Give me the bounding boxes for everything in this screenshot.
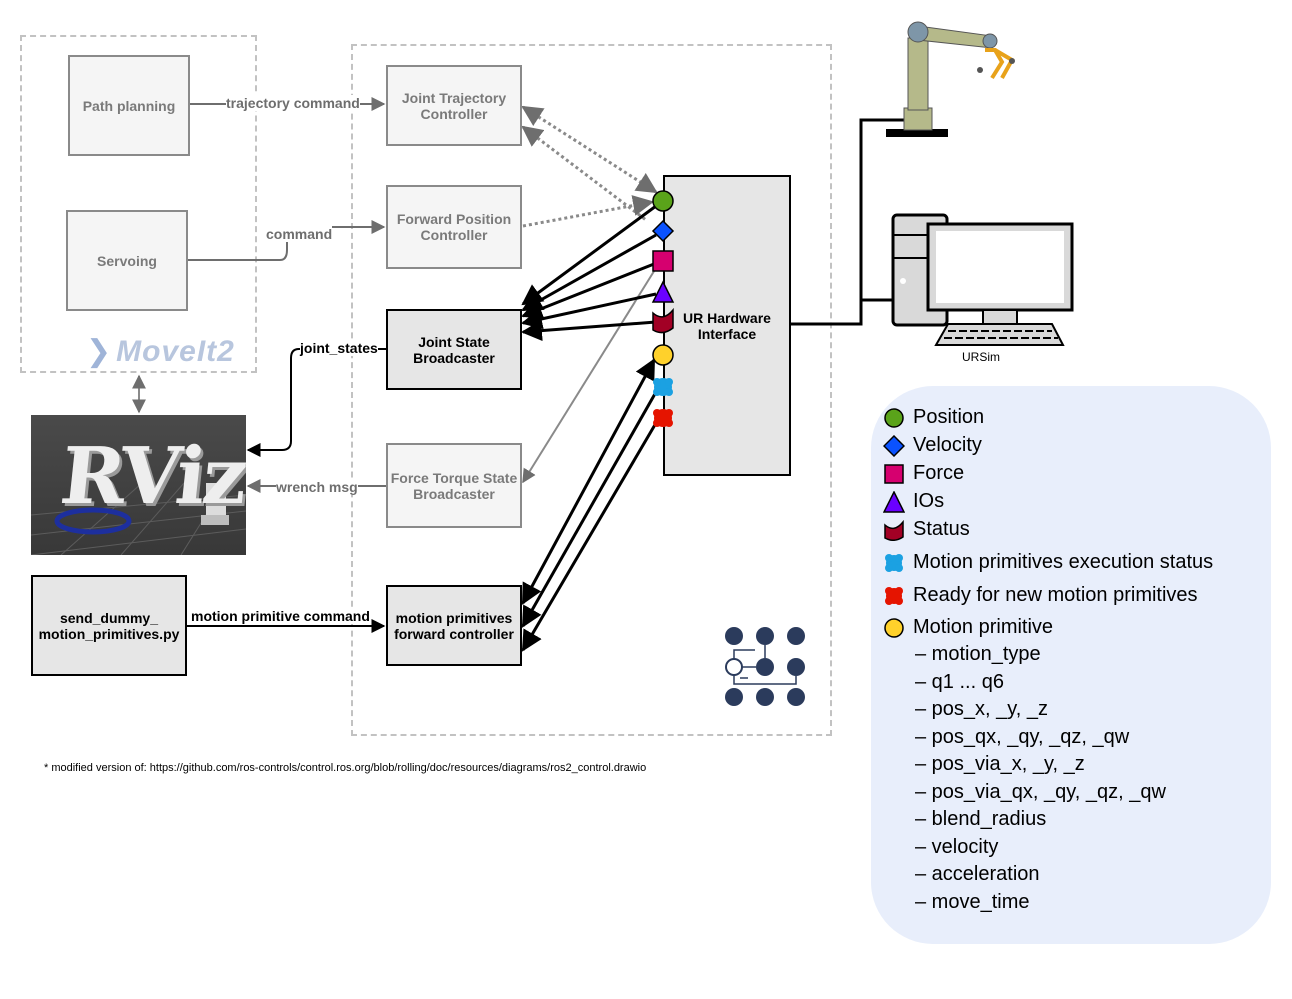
force-torque-state-broadcaster-node: Force Torque State Broadcaster [386,443,522,528]
legend-item-ready-mp: Ready for new motion primitives [883,584,1198,607]
legend-subitem: – pos_via_qx, _qy, _qz, _qw [915,781,1166,803]
legend-item-position: Position [883,406,984,429]
legend-item-status: Status [883,518,970,541]
legend-label: Ready for new motion primitives [913,584,1198,606]
ios-icon [883,490,905,513]
edge-label-motion-primitive-command: motion primitive command [191,608,370,624]
moveit-group [20,35,257,373]
rviz-grid-graphic [31,474,246,555]
legend-label: Position [913,406,985,428]
edge-jtc-position [521,105,658,194]
legend-subitem: – q1 ... q6 [915,671,1004,693]
position-interface-marker [652,190,674,212]
status-icon [884,519,904,541]
status-interface-marker [652,307,674,334]
ros2-control-group [351,44,832,736]
legend-item-velocity: Velocity [883,434,982,457]
ready-mp-icon [885,586,903,605]
legend-item-mp-exec-status: Motion primitives execution status [883,551,1213,574]
edge-label-wrench-msg: wrench msg [276,479,358,495]
edge-jsb-status [520,320,657,342]
edge-joint-states [246,348,386,457]
rviz-logo: RViz [31,415,246,555]
force-interface-marker [652,250,674,272]
legend-label: Velocity [913,434,982,456]
edge-label-trajectory-command: trajectory command [226,95,360,111]
edge-jtc-velocity [521,125,647,222]
edge-label-joint-states: joint_states [300,340,378,356]
legend-item-force: Force [883,462,964,485]
legend-label: Status [913,518,970,540]
edge-mpfc-ready [521,422,658,652]
legend-subitem: – motion_type [915,643,1041,665]
edge-hw-robot [790,118,906,326]
forward-position-controller-node: Forward Position Controller [386,185,522,269]
path-planning-node: Path planning [68,55,190,156]
footnote: * modified version of: https://github.co… [44,762,647,774]
edge-jsb-position [521,204,657,306]
edge-jsb-force [521,262,655,319]
edge-jsb-ios [520,292,657,330]
mp-exec-status-interface-marker [653,378,673,396]
legend-subitem: – velocity [915,836,999,858]
mp-exec-status-icon [885,553,903,572]
ios-interface-marker [651,280,675,303]
legend-subitem: – move_time [915,891,1030,913]
legend-item-ios: IOs [883,490,944,513]
legend-subitem: – acceleration [915,863,1040,885]
legend-label: IOs [913,490,945,512]
moveit2-logo: ❯ MoveIt2 [86,334,235,369]
legend-subitem: – pos_qx, _qy, _qz, _qw [915,726,1130,748]
motion-primitive-interface-marker [652,344,674,366]
ready-mp-interface-marker [653,409,673,427]
legend-label: Force [913,462,965,484]
joint-state-broadcaster-node: Joint State Broadcaster [386,309,522,390]
edge-fpc-position [522,195,655,228]
legend-label: Motion primitives execution status [913,551,1214,573]
send-dummy-motion-primitives-node: send_dummy_ motion_primitives.py [31,575,187,676]
edge-label-command: command [266,226,333,242]
edge-jsb-velocity [521,233,657,312]
legend-subitem: – blend_radius [915,808,1047,830]
joint-trajectory-controller-node: Joint Trajectory Controller [386,65,522,146]
edge-mpfc-motion-primitive [521,358,656,605]
legend-label: Motion primitive [913,616,1054,638]
position-icon [884,407,904,428]
motion-primitives-forward-controller-node: motion primitives forward controller [386,585,522,666]
moveit-logo-text: MoveIt2 [116,334,235,368]
legend-subitem: – pos_via_x, _y, _z [915,753,1085,775]
force-icon [884,463,904,484]
legend-item-motion-primitive: Motion primitive [883,616,1053,639]
velocity-interface-marker [651,219,675,243]
moveit-chevron-icon: ❯ [86,335,113,368]
motion-primitive-icon [884,617,904,638]
legend-subitem: – pos_x, _y, _z [915,698,1049,720]
velocity-icon [883,434,905,457]
legend-panel: Position Velocity Force IOs Status Motio… [871,386,1271,944]
servoing-node: Servoing [66,210,188,311]
ursim-label: URSim [962,350,1000,364]
edge-mpfc-exec-status [521,391,658,628]
